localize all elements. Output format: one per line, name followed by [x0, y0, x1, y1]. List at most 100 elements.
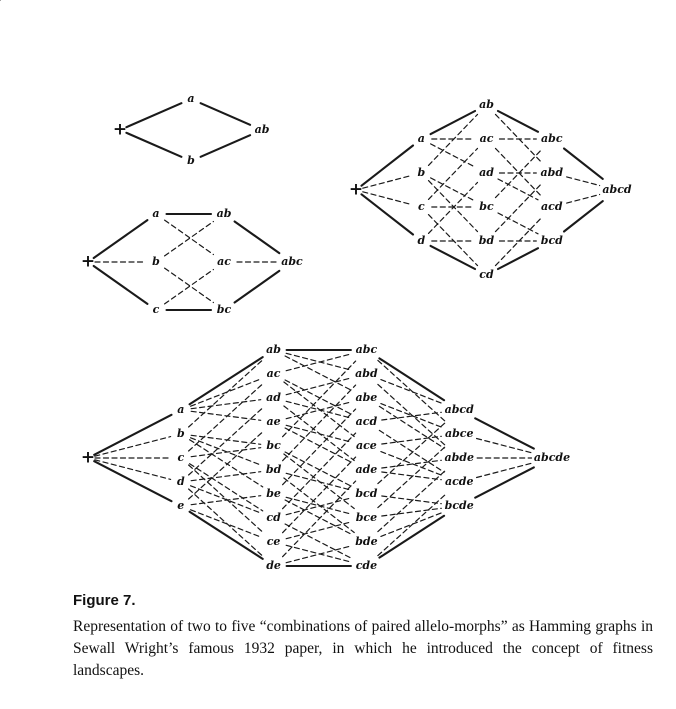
- graph-edge-de-bde: [285, 545, 352, 564]
- graph-edge-c-ac: [164, 268, 214, 305]
- graph-node-root: +: [113, 120, 127, 140]
- graph-edge-a-ab: [188, 356, 264, 406]
- graph-edge-abe-abde: [378, 405, 445, 449]
- graph-edge-root-d: [360, 193, 415, 236]
- graph-edge-e-be: [190, 495, 262, 506]
- graph-node-bcde: bcde: [445, 499, 474, 512]
- graph-edge-e-ce: [190, 509, 263, 538]
- graph-node-de: de: [266, 559, 281, 572]
- graph-edge-abcd-abcde: [474, 417, 535, 450]
- graph-node-ade: ade: [355, 463, 377, 476]
- graph-edge-abc-abcd: [378, 357, 446, 402]
- graph-edge-cd-bcd: [496, 247, 540, 271]
- graph-edge-be-bce: [285, 496, 352, 515]
- graph-node-c: c: [153, 303, 160, 316]
- graph-edge-bd-bcd: [285, 472, 352, 491]
- graph-node-bc: bc: [266, 439, 281, 452]
- graph-node-abd: abd: [355, 367, 378, 380]
- graph-node-ac: ac: [267, 367, 281, 380]
- graph-node-abce: abce: [445, 427, 474, 440]
- graph-node-acde: acde: [445, 475, 474, 488]
- graph-edge-a-ae: [190, 410, 262, 421]
- graph-edge-ad-acd: [497, 178, 539, 201]
- graph-node-ab: ab: [266, 343, 281, 356]
- graph-edge-abe-abce: [380, 403, 443, 429]
- graph-edge-acd-abcd: [381, 411, 442, 421]
- graph-node-d: d: [417, 234, 425, 247]
- graph-edge-ab-abd: [285, 352, 352, 371]
- graph-node-ace: ace: [356, 439, 377, 452]
- graph-node-a: a: [418, 132, 425, 145]
- graph-edge-cd-acd: [282, 432, 357, 510]
- graph-edge-c-ac: [427, 147, 479, 200]
- graph-edge-root-a: [360, 144, 415, 187]
- graph-edge-bde-bcde: [380, 511, 443, 538]
- graph-node-abc: abc: [541, 132, 563, 145]
- graph-edge-bd-abd: [494, 183, 542, 233]
- graph-edge-acd-acde: [378, 429, 445, 473]
- graph-edge-ade-abde: [381, 459, 442, 469]
- graph-edge-abd-abcd: [566, 176, 601, 187]
- graph-edge-b-ab: [188, 358, 265, 428]
- graph-node-b: b: [187, 154, 195, 167]
- graph-node-bcd: bcd: [541, 234, 563, 247]
- graph-edge-ac-acd: [494, 147, 542, 197]
- graph-node-bc: bc: [479, 200, 494, 213]
- graph-edge-bce-abce: [377, 445, 447, 509]
- graph-node-ac: ac: [217, 255, 231, 268]
- graph-node-abe: abe: [355, 391, 377, 404]
- graph-node-d: d: [177, 475, 185, 488]
- graph-edge-bde-abde: [377, 469, 447, 533]
- graph-edge-be-bde: [284, 499, 354, 536]
- graph-edge-root-a: [93, 413, 173, 456]
- graph-edge-d-cd: [429, 244, 477, 271]
- graph-edge-ce-bce: [285, 521, 352, 540]
- graph-edge-ab-abc: [233, 220, 281, 255]
- graph-edge-ac-acd: [284, 379, 354, 416]
- graph-edge-b-bc: [190, 434, 262, 445]
- graph-node-c: c: [418, 200, 425, 213]
- graph-node-ab: ab: [217, 207, 232, 220]
- graph-node-abc: abc: [356, 343, 378, 356]
- graph-edge-ae-abe: [285, 401, 352, 420]
- graph-node-e: e: [177, 499, 184, 512]
- graph-edge-cd-cde: [284, 523, 354, 560]
- graph-edge-abc-abcd: [562, 147, 604, 180]
- graph-edge-a-ab: [199, 102, 252, 126]
- graph-node-ce: ce: [267, 535, 281, 548]
- graph-edge-abd-abcd: [380, 379, 443, 405]
- graph-edge-bc-abc: [282, 360, 357, 438]
- figure-caption: Representation of two to five “combinati…: [73, 618, 653, 679]
- graph-node-ac: ac: [480, 132, 494, 145]
- graph-edge-ab-abd: [494, 113, 542, 163]
- graph-node-b: b: [177, 427, 185, 440]
- graph-node-a: a: [187, 92, 194, 105]
- graph-edge-b-be: [189, 439, 264, 488]
- graph-edge-ae-ace: [285, 424, 352, 443]
- graph-edge-bcde-abcde: [474, 466, 535, 499]
- graph-node-bce: bce: [356, 511, 377, 524]
- graph-edge-ad-abd: [285, 377, 352, 396]
- graph-node-abcd: abcd: [602, 183, 632, 196]
- five-locus-graph: +abcdeabacadaebcbdbecdcedeabcabdabeacdac…: [0, 0, 570, 572]
- graph-edge-cde-bcde: [378, 514, 446, 559]
- graph-edge-e-ae: [188, 430, 265, 500]
- graph-edge-root-a: [125, 102, 183, 129]
- graph-node-b: b: [417, 166, 425, 179]
- graph-edge-ae-ade: [284, 427, 354, 464]
- graph-node-abd: abd: [541, 166, 564, 179]
- graph-edge-bc-abc: [494, 149, 542, 199]
- graph-node-root: +: [81, 252, 95, 272]
- graph-edge-bcd-bcde: [381, 495, 442, 505]
- graph-edge-bd-abd: [282, 384, 357, 462]
- graph-node-c: c: [177, 451, 184, 464]
- graph-edge-d-ad: [188, 406, 265, 476]
- graph-edge-root-d: [94, 459, 172, 480]
- graph-node-abcde: abcde: [534, 451, 570, 464]
- graph-edge-acd-abcd: [566, 193, 601, 204]
- graph-node-ab: ab: [255, 123, 270, 136]
- graph-node-a: a: [152, 207, 159, 220]
- graph-edge-b-bc: [164, 267, 214, 304]
